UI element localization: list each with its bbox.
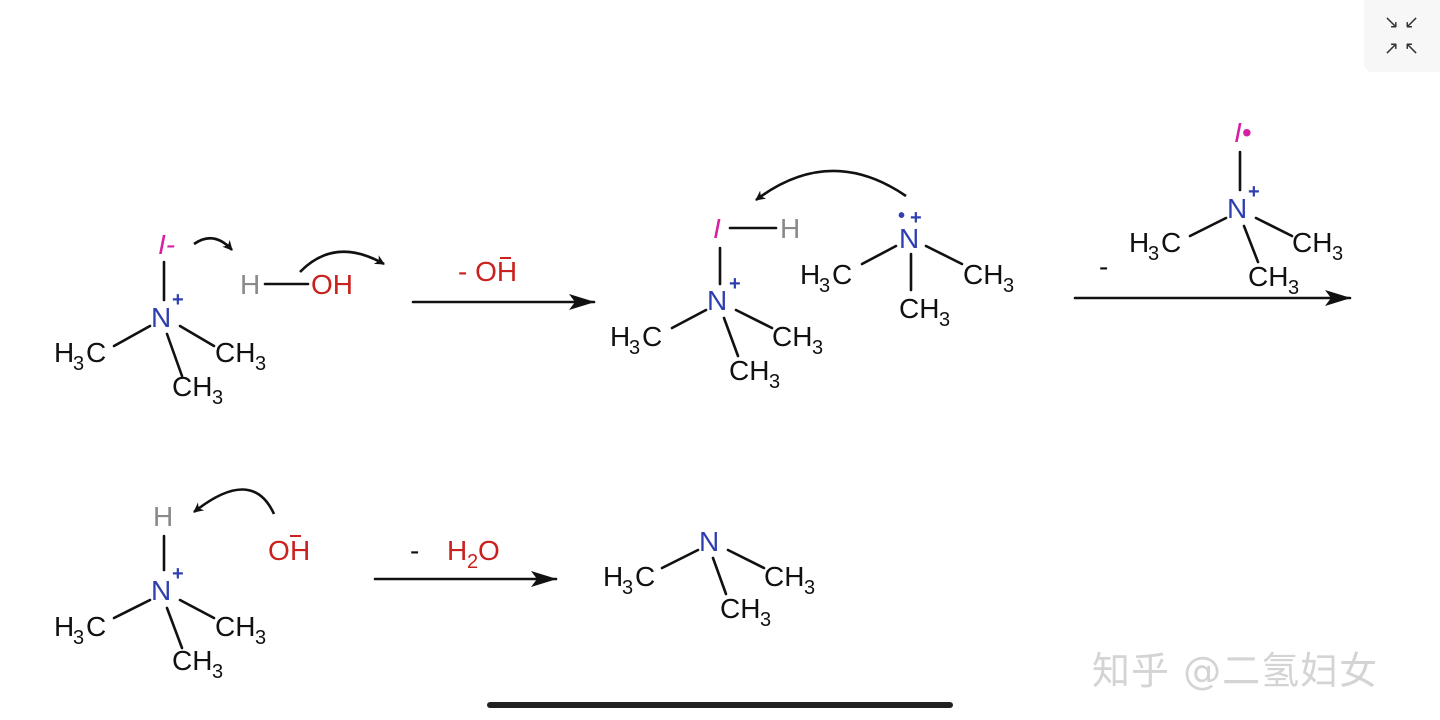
svg-text:3: 3 (760, 609, 771, 631)
svg-text:+: + (1248, 181, 1260, 203)
svg-text:3: 3 (1003, 275, 1014, 297)
trimethylamine-product: N H 3 C CH 3 CH 3 (603, 526, 815, 631)
electron-arrow-4 (193, 488, 276, 515)
svg-text:H: H (603, 561, 623, 592)
svg-text:CH: CH (729, 355, 769, 386)
svg-text:CH: CH (1292, 227, 1332, 258)
collapse-button[interactable]: ↘ ↙ ↗ ↖ (1364, 0, 1440, 72)
svg-text:CH: CH (963, 259, 1003, 290)
svg-text:CH: CH (764, 561, 804, 592)
svg-text:3: 3 (1332, 243, 1343, 265)
svg-text:3: 3 (939, 309, 950, 331)
svg-text:3: 3 (255, 353, 266, 375)
svg-text:CH: CH (899, 293, 939, 324)
nitrogen-label-3: N (899, 223, 919, 254)
methyl-bottom: CH 3 (172, 371, 223, 409)
home-indicator-bar[interactable] (487, 702, 953, 708)
svg-text:3: 3 (212, 387, 223, 409)
step1: - OH (411, 256, 596, 310)
svg-text:H: H (610, 321, 630, 352)
plus-charge: + (172, 289, 184, 311)
arrow-down-right-icon: ↘ (1384, 12, 1400, 33)
methyl-left: H 3 C (54, 337, 106, 375)
hydrogen-label: H (240, 269, 260, 300)
step3: - H 2 O (373, 535, 558, 587)
hydroxide-ion: O H (193, 488, 310, 566)
svg-text:O: O (478, 535, 500, 566)
svg-text:H: H (447, 535, 467, 566)
svg-text:N: N (1227, 193, 1247, 224)
svg-text:C: C (86, 611, 106, 642)
svg-text:CH: CH (772, 321, 812, 352)
protonated-amine: H N + H 3 C CH 3 CH 3 (54, 501, 266, 683)
svg-text:C: C (86, 337, 106, 368)
svg-text:3: 3 (629, 337, 640, 359)
svg-text:N: N (699, 526, 719, 557)
iodo-aminium-radical: I• N + H 3 C CH 3 CH 3 (1129, 117, 1343, 299)
reactant-ammonium-iodide: I- N + H 3 C CH 3 CH 3 (54, 229, 266, 409)
svg-text:3: 3 (1288, 277, 1299, 299)
svg-text:CH: CH (215, 611, 255, 642)
svg-text:C: C (1161, 227, 1181, 258)
svg-text:3: 3 (255, 627, 266, 649)
svg-text:3: 3 (804, 577, 815, 599)
svg-text:C: C (642, 321, 662, 352)
iodide-label: I- (158, 229, 175, 260)
radical-dot: • (898, 205, 905, 227)
svg-text:C: C (635, 561, 655, 592)
svg-text:3: 3 (769, 371, 780, 393)
svg-text:+: + (729, 273, 741, 295)
svg-text:CH: CH (172, 371, 212, 402)
iodine-label: I (713, 213, 721, 244)
arrow-up-left-icon: ↖ (1404, 38, 1420, 59)
nitrogen-label-2: N (707, 285, 727, 316)
nitrogen-label: N (151, 302, 171, 333)
step2-condition: - (1099, 251, 1108, 282)
electron-arrow-2 (299, 250, 385, 273)
water-molecule: H OH (240, 250, 385, 300)
arrow-up-right-icon: ↗ (1384, 38, 1400, 59)
intermediate-iodo-ammonium: I H N + H 3 C CH 3 CH 3 (610, 213, 823, 393)
svg-text:+: + (172, 563, 184, 585)
svg-text:3: 3 (622, 577, 633, 599)
electron-arrow-1 (193, 236, 233, 251)
step1-condition: - OH (458, 256, 517, 287)
step2: - (1073, 251, 1352, 306)
svg-text:CH: CH (720, 593, 760, 624)
iodine-radical-label: I• (1234, 117, 1252, 148)
svg-text:H: H (54, 337, 74, 368)
svg-text:3: 3 (819, 275, 830, 297)
svg-text:H: H (153, 501, 173, 532)
arrow-down-left-icon: ↙ (1404, 12, 1420, 33)
methyl-right: CH 3 (215, 337, 266, 375)
svg-text:C: C (832, 259, 852, 290)
svg-text:N: N (151, 575, 171, 606)
svg-text:2: 2 (467, 551, 478, 573)
svg-text:CH: CH (215, 337, 255, 368)
hydrogen-label-2: H (780, 213, 800, 244)
svg-text:+: + (910, 207, 922, 229)
svg-text:3: 3 (812, 337, 823, 359)
svg-text:CH: CH (1248, 261, 1288, 292)
svg-text:H: H (290, 535, 310, 566)
svg-text:-: - (410, 535, 419, 566)
svg-text:H: H (1129, 227, 1149, 258)
svg-text:H: H (800, 259, 820, 290)
svg-text:H: H (54, 611, 74, 642)
watermark: 知乎 @二氢妇女 (1092, 649, 1379, 693)
svg-text:O: O (268, 535, 290, 566)
svg-text:3: 3 (73, 353, 84, 375)
aminium-radical-cation: N • + H 3 C CH 3 CH 3 (755, 169, 1014, 331)
svg-text:3: 3 (1148, 243, 1159, 265)
svg-text:3: 3 (212, 661, 223, 683)
svg-text:3: 3 (73, 627, 84, 649)
electron-arrow-3 (755, 169, 907, 202)
hydroxyl-label: OH (311, 269, 353, 300)
svg-text:CH: CH (172, 645, 212, 676)
